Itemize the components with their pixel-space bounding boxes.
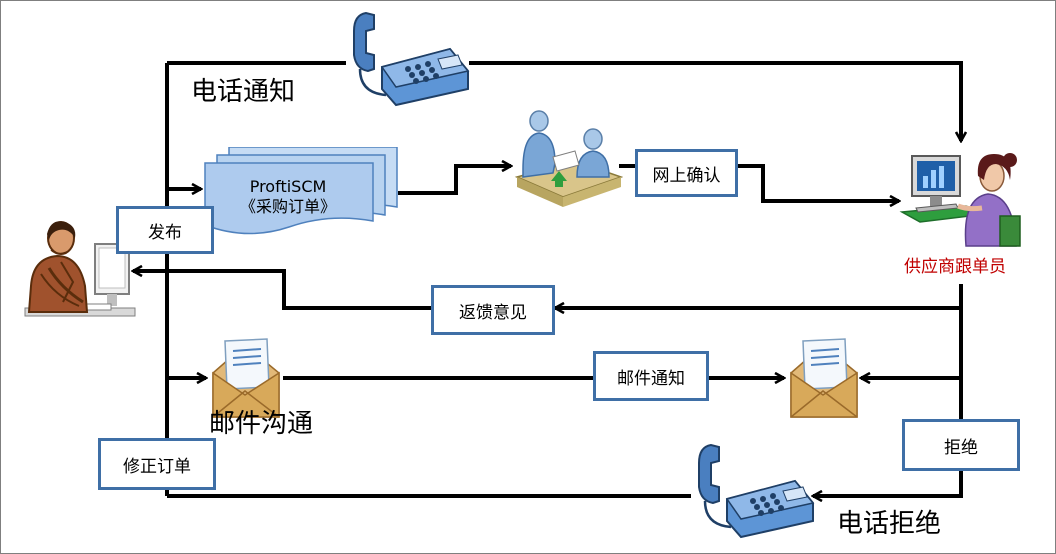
revise-order-box: 修正订单 bbox=[98, 438, 216, 490]
phone-reject-label: 电话拒绝 bbox=[837, 509, 942, 539]
open-envelope-icon bbox=[790, 338, 858, 418]
arrow-document-to-meeting bbox=[398, 166, 511, 195]
reject-box: 拒绝 bbox=[902, 419, 1020, 471]
telephone-icon bbox=[698, 443, 815, 539]
arrow-feedback-to-buyer bbox=[133, 271, 431, 310]
telephone-icon bbox=[353, 11, 470, 107]
arrow-confirm-to-supplier bbox=[737, 164, 899, 201]
open-envelope-icon bbox=[212, 338, 280, 418]
document-subtitle: 《采购订单》 bbox=[239, 197, 336, 216]
buyer-at-desk-icon bbox=[24, 221, 136, 317]
online-confirm-box: 网上确认 bbox=[635, 149, 738, 197]
email-notify-box: 邮件通知 bbox=[593, 351, 709, 401]
document-title: ProftiSCM bbox=[249, 177, 327, 196]
feedback-box: 返馈意见 bbox=[431, 285, 555, 335]
meeting-handover-icon bbox=[514, 110, 623, 207]
phone-notify-label: 电话通知 bbox=[191, 77, 296, 107]
supplier-at-computer-icon bbox=[899, 153, 1021, 247]
document-stack-icon bbox=[204, 147, 398, 235]
arrow-supplier-down bbox=[813, 284, 963, 496]
document-caption: ProftiSCM 《采购订单》 bbox=[203, 177, 373, 217]
supplier-follower-label: 供应商跟单员 bbox=[904, 257, 1006, 277]
publish-box: 发布 bbox=[116, 206, 214, 254]
arrow-phone-to-supplier bbox=[469, 61, 961, 141]
email-communicate-label: 邮件沟通 bbox=[209, 409, 314, 439]
